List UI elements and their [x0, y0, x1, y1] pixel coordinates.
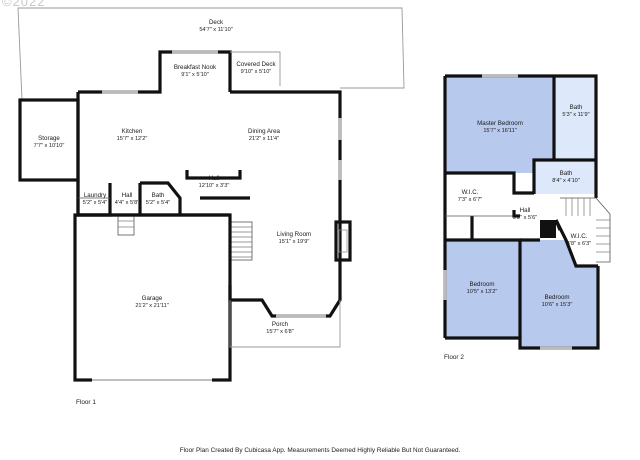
room-dims: 21'2" x 11'4"	[249, 136, 279, 142]
copyright-watermark: ©2022	[2, 0, 46, 9]
room-name: Laundry	[84, 192, 107, 199]
room-name: Breakfast Nook	[174, 64, 217, 71]
room-name: Storage	[38, 135, 60, 142]
fireplace	[334, 220, 352, 262]
room-dims: 5'2" x 5'4"	[83, 200, 107, 206]
floor-1-plan	[17, 7, 405, 382]
floor-2-label: Floor 2	[444, 354, 464, 361]
room-dims: 8'4" x 4'10"	[552, 178, 580, 184]
floor-1-label: Floor 1	[76, 399, 96, 406]
porch-railing	[229, 300, 341, 348]
living-room-bay	[228, 285, 342, 318]
room-name: W.I.C.	[462, 189, 479, 196]
room-dims: 5'3" x 11'9"	[562, 112, 589, 118]
room-dims: 10'6" x 15'3"	[542, 302, 573, 308]
room-name: W.I.C.	[571, 233, 588, 240]
room-dims: 9'2" x 5'6"	[513, 215, 537, 221]
floor-1-labels: Deck 54'7" x 11'10" Breakfast Nook 9'1" …	[34, 19, 312, 406]
room-name: Deck	[209, 19, 224, 26]
room-name: Hall	[209, 175, 220, 182]
covered-deck-outline	[230, 51, 281, 86]
room-dims: 9'1" x 5'10"	[181, 72, 209, 78]
room-dims: 9'10" x 5'10"	[241, 69, 272, 75]
room-dims: 12'10" x 3'3"	[199, 183, 230, 189]
room-name: Hall	[122, 192, 133, 199]
floor-2-labels: Master Bedroom 15'7" x 16'11" Bath 5'3" …	[444, 104, 591, 361]
room-name: Kitchen	[122, 128, 143, 135]
room-name: Garage	[142, 295, 163, 302]
bath-mid-fill	[534, 160, 596, 194]
room-dims: 15'1" x 19'9"	[279, 239, 310, 245]
room-name: Bath	[152, 192, 165, 199]
room-dims: 54'7" x 11'10"	[199, 27, 232, 33]
floor-1-stairs	[229, 221, 253, 261]
chimney-block	[540, 220, 556, 238]
bath-top-fill	[554, 76, 596, 160]
room-dims: 4'8" x 6'3"	[567, 241, 591, 247]
deck-railing	[17, 7, 405, 101]
room-name: Master Bedroom	[477, 120, 523, 127]
room-dims: 15'7" x 16'11"	[483, 128, 516, 134]
floor-2-plan	[443, 74, 611, 350]
room-name: Covered Deck	[236, 61, 276, 68]
room-dims: 15'7" x 6'8"	[266, 329, 294, 335]
room-name: Bath	[560, 170, 573, 177]
garage-steps	[117, 214, 135, 236]
room-name: Bedroom	[469, 281, 494, 288]
master-bedroom-fill	[445, 76, 554, 173]
floor-2-stairs	[560, 197, 611, 263]
room-name: Bath	[570, 104, 583, 111]
room-dims: 7'7" x 10'10"	[34, 143, 65, 149]
room-dims: 4'4" x 5'8"	[115, 200, 139, 206]
room-dims: 15'7" x 12'2"	[117, 136, 148, 142]
room-dims: 10'5" x 13'2"	[467, 289, 498, 295]
hall-island-walls	[185, 170, 242, 180]
room-dims: 7'3" x 6'7"	[458, 197, 482, 203]
room-name: Dining Area	[248, 128, 281, 135]
room-name: Hall	[520, 207, 531, 214]
room-name: Porch	[272, 321, 289, 328]
footer-disclaimer: Floor Plan Created By Cubicasa App. Meas…	[179, 447, 461, 454]
bedroom-left-fill	[445, 240, 520, 338]
room-dims: 21'2" x 21'11"	[135, 303, 168, 309]
room-name: Bedroom	[544, 294, 569, 301]
room-name: Living Room	[277, 231, 311, 238]
room-dims: 5'2" x 5'4"	[146, 200, 170, 206]
